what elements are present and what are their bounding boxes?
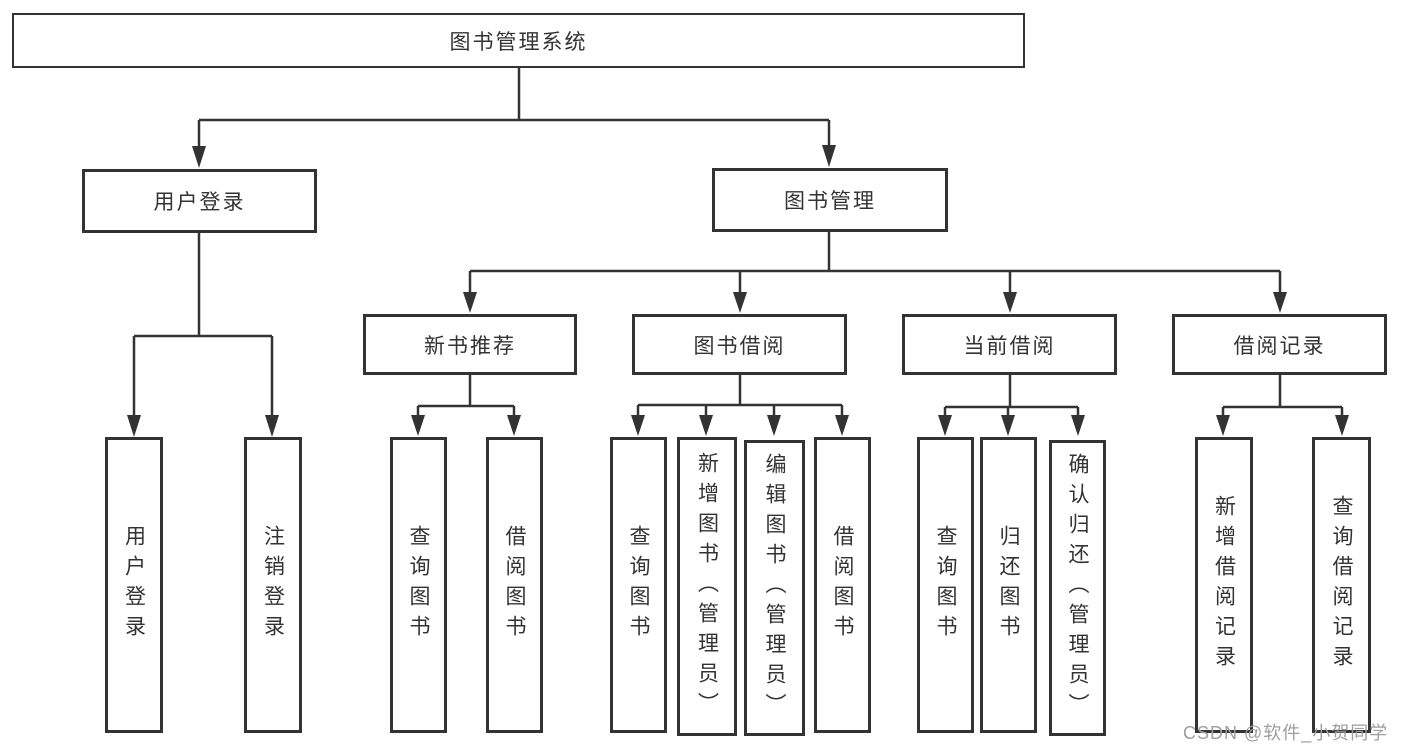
leaf-return-book-label: 归还图书	[997, 525, 1020, 645]
leaf-query-books-borrow-label: 查询图书	[627, 525, 650, 645]
leaf-borrow-books-borrow-label: 借阅图书	[831, 525, 854, 645]
leaf-confirm-return-admin-label: 确认归还（管理员）	[1066, 453, 1089, 723]
leaf-query-books-recommend: 查询图书	[390, 437, 447, 733]
node-book-management-label: 图书管理	[784, 190, 876, 213]
node-user-login: 用户登录	[82, 169, 317, 233]
leaf-add-borrow-record-label: 新增借阅记录	[1212, 495, 1236, 675]
leaf-add-book-admin-label: 新增图书（管理员）	[695, 451, 719, 722]
node-new-book-recommend: 新书推荐	[363, 314, 577, 375]
leaf-query-borrow-record-label: 查询借阅记录	[1330, 495, 1353, 675]
leaf-add-book-admin: 新增图书（管理员）	[677, 437, 737, 736]
node-borrow-records-label: 借阅记录	[1233, 334, 1326, 358]
node-current-borrow: 当前借阅	[902, 314, 1117, 375]
node-book-borrow-label: 图书借阅	[693, 334, 786, 358]
leaf-user-login-label: 用户登录	[122, 525, 146, 645]
leaf-borrow-books-recommend: 借阅图书	[486, 437, 543, 733]
leaf-edit-book-admin-label: 编辑图书（管理员）	[763, 453, 786, 723]
leaf-edit-book-admin: 编辑图书（管理员）	[744, 440, 805, 736]
leaf-borrow-books-recommend-label: 借阅图书	[503, 525, 526, 645]
leaf-logout: 注销登录	[244, 437, 302, 733]
node-root: 图书管理系统	[12, 13, 1025, 68]
node-book-management: 图书管理	[712, 168, 948, 232]
leaf-query-books-borrow: 查询图书	[610, 437, 667, 733]
node-borrow-records: 借阅记录	[1172, 314, 1387, 375]
node-current-borrow-label: 当前借阅	[963, 334, 1056, 358]
leaf-query-borrow-record: 查询借阅记录	[1312, 437, 1371, 733]
leaf-query-books-current-label: 查询图书	[934, 525, 957, 645]
leaf-add-borrow-record: 新增借阅记录	[1195, 437, 1253, 733]
leaf-borrow-books-borrow: 借阅图书	[814, 437, 871, 733]
leaf-confirm-return-admin: 确认归还（管理员）	[1049, 440, 1106, 736]
node-root-label: 图书管理系统	[449, 30, 588, 54]
node-new-book-recommend-label: 新书推荐	[424, 334, 516, 358]
leaf-logout-label: 注销登录	[261, 525, 285, 645]
node-user-login-label: 用户登录	[153, 191, 246, 214]
node-book-borrow: 图书借阅	[632, 314, 847, 375]
leaf-query-books-current: 查询图书	[917, 437, 974, 733]
csdn-watermark: CSDN @软件_小贺同学	[1183, 723, 1389, 743]
leaf-return-book: 归还图书	[980, 437, 1037, 733]
leaf-query-books-recommend-label: 查询图书	[407, 525, 430, 645]
leaf-user-login: 用户登录	[105, 437, 163, 733]
arrowheads	[127, 145, 1349, 437]
